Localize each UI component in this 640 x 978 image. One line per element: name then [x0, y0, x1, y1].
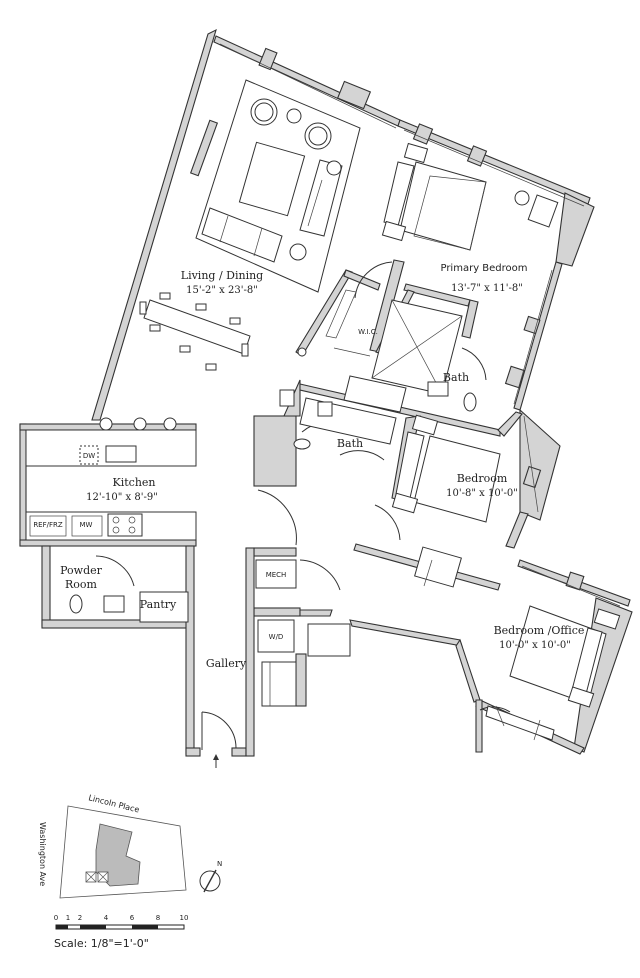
windows: [219, 43, 621, 607]
mech-label: MECH: [266, 571, 287, 579]
living-dims: 15'-2" x 23'-8": [186, 285, 258, 296]
office-name: Bedroom /Office: [494, 624, 585, 637]
kitchen-dims: 12'-10" x 8'-9": [86, 492, 158, 503]
living-name: Living / Dining: [181, 269, 263, 282]
bedroom-name: Bedroom: [457, 472, 508, 485]
scale-tick: 4: [104, 914, 109, 922]
gallery-label: Gallery: [206, 657, 247, 670]
key-plan: Lincoln Place Washington Ave: [38, 793, 187, 899]
closets: [139, 289, 462, 707]
doors: [95, 261, 511, 750]
scale-tick: 6: [130, 914, 135, 922]
primary-bath-label: Bath: [443, 371, 469, 384]
scale-tick: 0: [54, 914, 58, 922]
ref-label: REF/FRZ: [33, 521, 63, 529]
scale-bar: 0 1 2 4 6 8 10 Scale: 1/8"=1'-0": [54, 914, 189, 950]
bath-label: Bath: [337, 437, 363, 450]
mw-label: MW: [80, 521, 93, 529]
dw-label: DW: [83, 452, 95, 460]
scale-tick: 8: [156, 914, 160, 922]
scale-tick: 1: [66, 914, 70, 922]
kitchen-fixtures: [25, 417, 197, 541]
bath-fixtures: [69, 299, 477, 614]
primary-bedroom-furniture: [381, 142, 559, 251]
scale-tick: 2: [78, 914, 82, 922]
bedroom-dims: 10'-8" x 10'-0": [446, 488, 518, 499]
north-arrow-icon: N: [199, 860, 222, 893]
primary-bedroom-dims: 13'-7" x 11'-8": [451, 283, 523, 294]
street-washington: Washington Ave: [38, 822, 47, 886]
living-furniture: [139, 79, 361, 371]
office-dims: 10'-0" x 10'-0": [499, 640, 571, 651]
scale-tick: 10: [180, 914, 189, 922]
powder-name: Powder: [60, 564, 103, 577]
entry-arrow-icon: [213, 754, 219, 768]
north-label: N: [217, 860, 222, 868]
bedroom-furniture: [391, 414, 501, 523]
scale-label: Scale: 1/8"=1'-0": [54, 937, 149, 950]
kitchen-name: Kitchen: [113, 476, 156, 489]
pantry-label: Pantry: [140, 598, 177, 611]
primary-bedroom-name: Primary Bedroom: [440, 263, 527, 274]
wd-label: W/D: [269, 633, 284, 641]
wic-label: W.I.C.: [358, 328, 378, 336]
powder-name-2: Room: [65, 578, 98, 591]
office-furniture: [485, 605, 621, 741]
